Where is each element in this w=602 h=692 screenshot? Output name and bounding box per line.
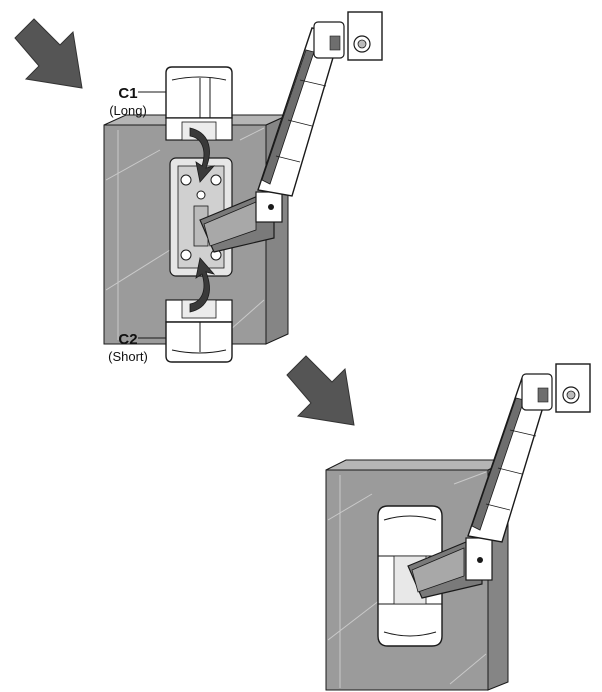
label-c2-desc: (Short) [108,349,148,364]
step-2-group [286,355,591,691]
step-arrow-2-icon [286,355,355,426]
step-1-group: C1 (Long) C2 (Short) [14,11,383,364]
cover-c2 [165,299,233,363]
label-c2: C2 (Short) [108,331,166,364]
label-c2-code: C2 [118,331,137,348]
attach-arrow-top-icon [189,127,216,183]
attach-arrow-bottom-icon [189,257,216,313]
monitor-arm-1 [199,11,383,253]
monitor-arm-2 [407,363,591,599]
label-c1-desc: (Long) [109,103,147,118]
step-arrow-1-icon [14,18,83,89]
label-c1: C1 (Long) [109,85,166,118]
label-c1-code: C1 [118,85,137,102]
cover-c1 [165,66,233,141]
